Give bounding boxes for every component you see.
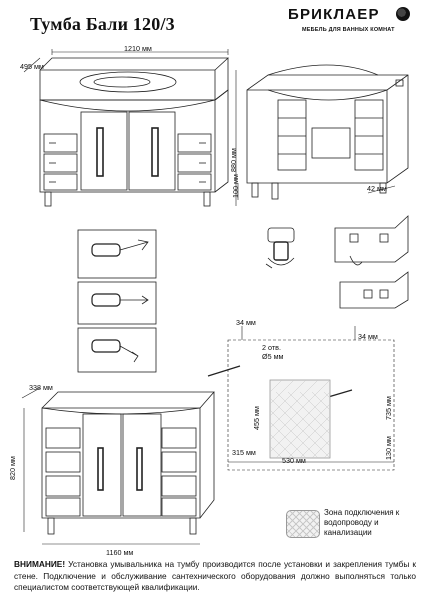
cabinet-bottom-view xyxy=(41,391,215,535)
dim-bottom-height: 820 мм xyxy=(8,456,17,480)
brand-name: БРИКЛАЕР xyxy=(288,6,380,23)
hinge-adjust-panels xyxy=(77,229,157,373)
wall-hanger-details xyxy=(334,215,409,309)
flower-icon xyxy=(396,7,410,21)
cabinet-front-view xyxy=(39,57,230,207)
dim-bottom-width: 1160 мм xyxy=(106,548,134,557)
rear-dimension-lines xyxy=(237,183,396,200)
legend-text: Зона подключения к водопроводу и канализ… xyxy=(324,508,400,537)
warning-label: ВНИМАНИЕ! xyxy=(14,559,66,569)
page-title: Тумба Бали 120/3 xyxy=(30,14,175,34)
front-dimension-lines xyxy=(23,49,237,206)
brand-logo: БРИКЛАЕР МЕБЕЛЬ ДЛЯ ВАННЫХ КОМНАТ xyxy=(288,6,413,42)
dim-hole-diameter: Ø5 мм xyxy=(262,352,284,361)
dim-wall-right-offset: 34 мм xyxy=(358,332,378,341)
dim-top-width: 1210 мм xyxy=(124,44,152,53)
cabinet-rear-view xyxy=(246,64,409,200)
legend-swatch xyxy=(286,510,320,538)
dim-total-height: 735 мм xyxy=(384,396,393,420)
dim-height: 880 мм xyxy=(229,148,238,172)
dim-holes-label: 2 отв. xyxy=(262,343,281,352)
dim-zone-left: 315 мм xyxy=(232,448,256,457)
warning-body: Установка умывальника на тумбу производи… xyxy=(14,559,416,592)
brand-tagline: МЕБЕЛЬ ДЛЯ ВАННЫХ КОМНАТ xyxy=(302,27,395,33)
dim-bottom-depth: 338 мм xyxy=(29,383,53,392)
bottom-dimension-lines xyxy=(21,387,200,545)
dim-zone-width: 530 мм xyxy=(282,456,306,465)
dim-back-offset: 42 мм xyxy=(367,184,387,193)
leg-adjust-detail xyxy=(265,227,295,269)
connection-zone xyxy=(269,379,331,459)
dim-wall-left-offset: 34 мм xyxy=(236,318,256,327)
dim-zone-height: 455 мм xyxy=(252,406,261,430)
dim-top-depth: 495 мм xyxy=(20,62,44,71)
dim-leg-height: 100 мм xyxy=(231,174,240,198)
warning-text: ВНИМАНИЕ! Установка умывальника на тумбу… xyxy=(14,559,416,594)
dim-zone-bottom: 130 мм xyxy=(384,436,393,460)
